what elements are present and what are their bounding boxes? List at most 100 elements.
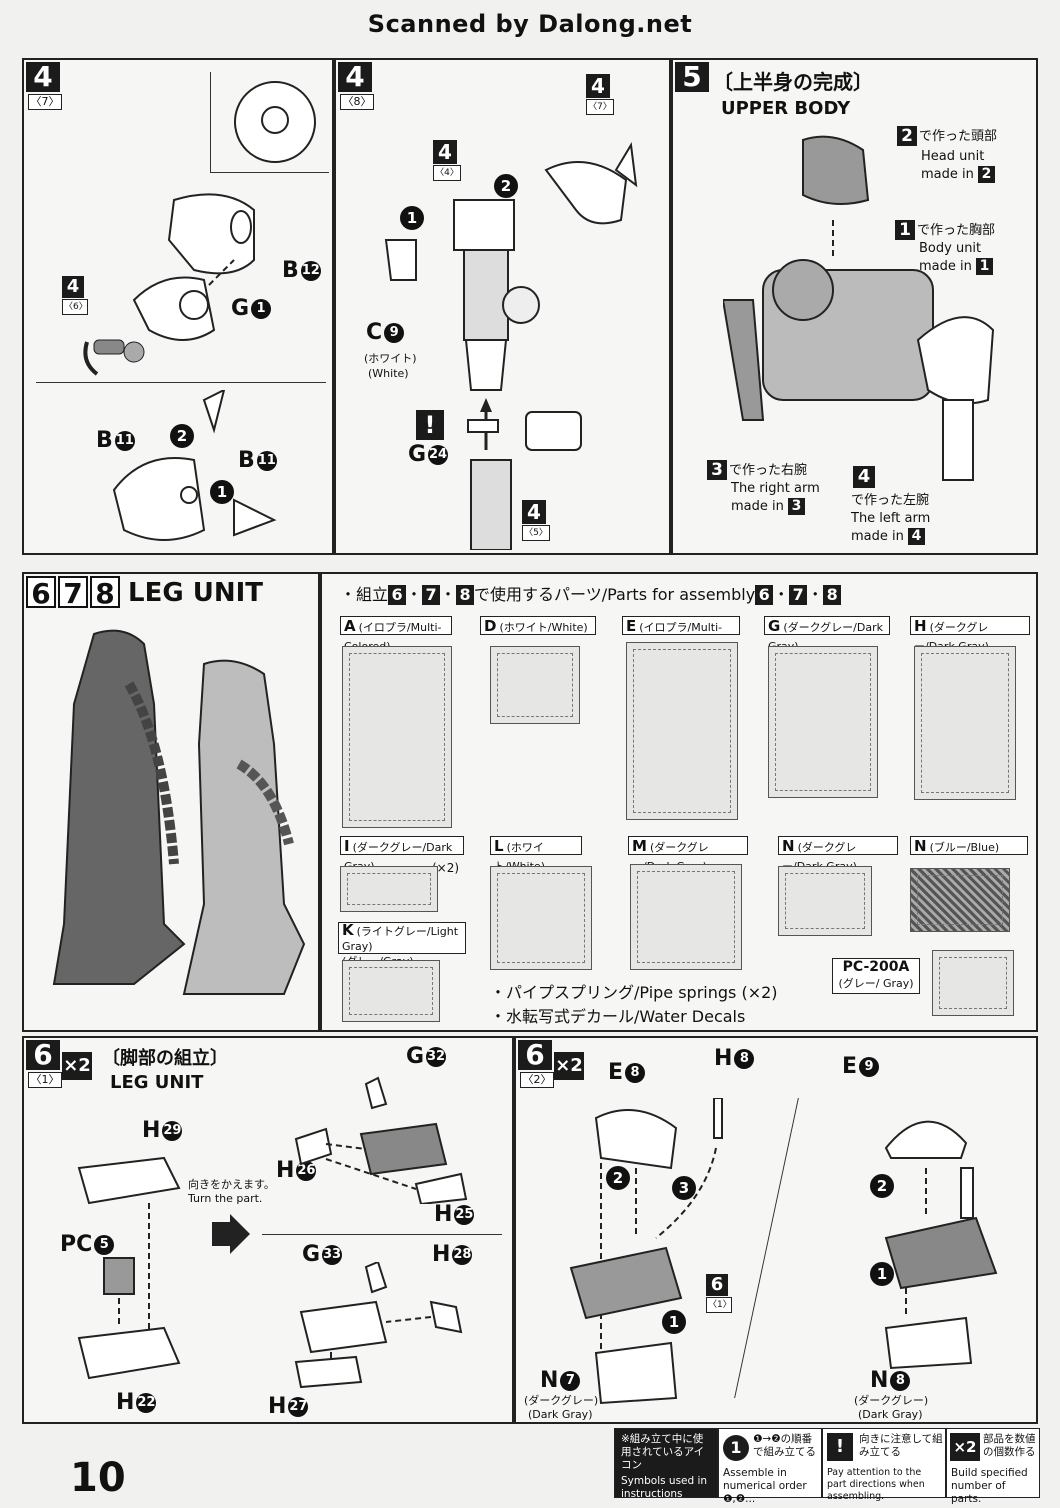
sprue-label-i: I(ダークグレー/Dark Gray): [340, 836, 464, 873]
sprue-label-n-blue: N(ブルー/Blue): [910, 836, 1028, 855]
step-number: 6: [26, 1040, 60, 1070]
order-badge-3: 3: [672, 1176, 696, 1200]
order-badge-1: 1: [400, 206, 424, 230]
callout-body-num: 1: [895, 220, 915, 240]
order-badge-2-b: 2: [870, 1174, 894, 1198]
step-number: 6: [518, 1040, 552, 1070]
legend-item-order: 1 ❶→❷の順番で組み立てる Assemble in numerical ord…: [718, 1428, 822, 1505]
extra-water-decals: ・水転写式デカール/Water Decals: [490, 1007, 746, 1026]
sprue-e: [626, 642, 738, 820]
step-7: 7: [58, 576, 88, 610]
ref-sub-bottom: 〈5〉: [522, 525, 550, 541]
sprue-d: [490, 646, 580, 724]
sprue-i: [340, 866, 438, 912]
sprue-h: [914, 646, 1016, 800]
sprue-n-blue: [910, 868, 1010, 932]
turn-arrow-icon: [212, 1214, 250, 1254]
panel-step-5-upper-body: 5 〔上半身の完成〕 UPPER BODY 2 で作った頭部 Head unit…: [671, 58, 1038, 555]
callout-body-en2: made in 1: [919, 258, 994, 275]
leg-joint-assembly-illustration: [77, 1156, 181, 1380]
multiply-icon: ×2: [62, 1052, 92, 1080]
joint-part-illustration: [83, 339, 145, 376]
part-n8-color-jp: (ダークグレー): [854, 1394, 929, 1407]
order-icon: 1: [723, 1435, 749, 1461]
sprue-label-k: K(ライトグレー/Light Gray)(グレー/Gray): [338, 922, 466, 968]
turn-note-en: Turn the part.: [188, 1192, 263, 1205]
ref-sub-mid: 〈4〉: [433, 165, 461, 181]
sprue-g: [768, 646, 878, 798]
shoulder-shell-illustration: [112, 390, 277, 541]
legend-order-en: Assemble in numerical order ❶,❷...: [723, 1467, 807, 1505]
title-en: LEG UNIT: [110, 1072, 204, 1093]
extra-pipe-springs: ・パイプスプリング/Pipe springs (×2): [490, 983, 778, 1002]
shin-assembly-illustration: [884, 1120, 998, 1370]
ref-step-mid: 4: [433, 140, 457, 164]
legend-multiply-en: Build specified number of parts.: [951, 1467, 1028, 1505]
warning-icon: !: [827, 1433, 853, 1461]
divider-line: [36, 382, 326, 383]
leg-unit-overview: 6 7 8 LEG UNIT: [22, 572, 320, 1032]
sprue-k: [342, 960, 440, 1022]
legend-multiply-jp: 部品を数値の個数作る: [983, 1433, 1036, 1458]
scan-credit: Scanned by Dalong.net: [367, 10, 693, 38]
order-badge-2: 2: [606, 1166, 630, 1190]
turn-note-jp: 向きをかえます。: [188, 1178, 275, 1191]
step-sub: 〈2〉: [520, 1072, 554, 1088]
callout-rarm-en1: The right arm: [731, 481, 820, 496]
part-n7-color-jp: (ダークグレー): [524, 1394, 599, 1407]
page-number: 10: [70, 1455, 126, 1501]
sprue-label-l: L(ホワイト/White): [490, 836, 582, 873]
callout-rarm-jp: で作った右腕: [729, 463, 808, 478]
title-jp: 〔上半身の完成〕: [713, 70, 873, 94]
part-c9-color-jp: (ホワイト): [364, 352, 417, 365]
ref-sub: 〈1〉: [706, 1297, 732, 1313]
title-en: UPPER BODY: [721, 98, 851, 119]
callout-larm-en1: The left arm: [851, 511, 931, 526]
order-badge-1: 1: [210, 480, 234, 504]
ref-sub-top: 〈7〉: [586, 99, 614, 115]
legend-title-jp: ※組み立て中に使用されているアイコン: [621, 1433, 705, 1471]
pc-200a-sprue: [932, 950, 1014, 1016]
sprue-label-n-darkgray: N(ダークグレー/Dark Gray): [778, 836, 898, 873]
ref-step: 4: [62, 276, 84, 298]
sprue-n-darkgray: [778, 866, 872, 936]
part-c9-color-en: (White): [368, 367, 409, 380]
order-badge-1: 1: [662, 1310, 686, 1334]
callout-rarm-num: 3: [707, 460, 727, 480]
step-number: 5: [675, 62, 709, 92]
callout-larm-jp: で作った左腕: [851, 493, 930, 508]
sprue-l: [490, 866, 592, 970]
section-title: LEG UNIT: [128, 578, 264, 608]
ref-step-bottom: 4: [522, 500, 546, 524]
order-badge-2: 2: [494, 174, 518, 198]
bottom-assembly-illustration: [294, 1262, 463, 1389]
sprue-label-g: G(ダークグレー/Dark Gray): [764, 616, 890, 653]
part-n7-color-en: (Dark Gray): [528, 1408, 593, 1421]
divider-line: [262, 1234, 502, 1235]
legend-order-jp: ❶→❷の順番で組み立てる: [753, 1433, 816, 1458]
legend-item-multiply: ×2 部品を数値の個数作る Build specified number of …: [946, 1428, 1040, 1505]
sprue-a: [342, 646, 452, 828]
multiply-icon: ×2: [554, 1052, 584, 1080]
callout-head-en1: Head unit: [921, 149, 985, 164]
legend-direction-en: Pay attention to the part directions whe…: [827, 1467, 925, 1502]
legend-direction-jp: 向きに注意して組み立てる: [859, 1433, 943, 1458]
